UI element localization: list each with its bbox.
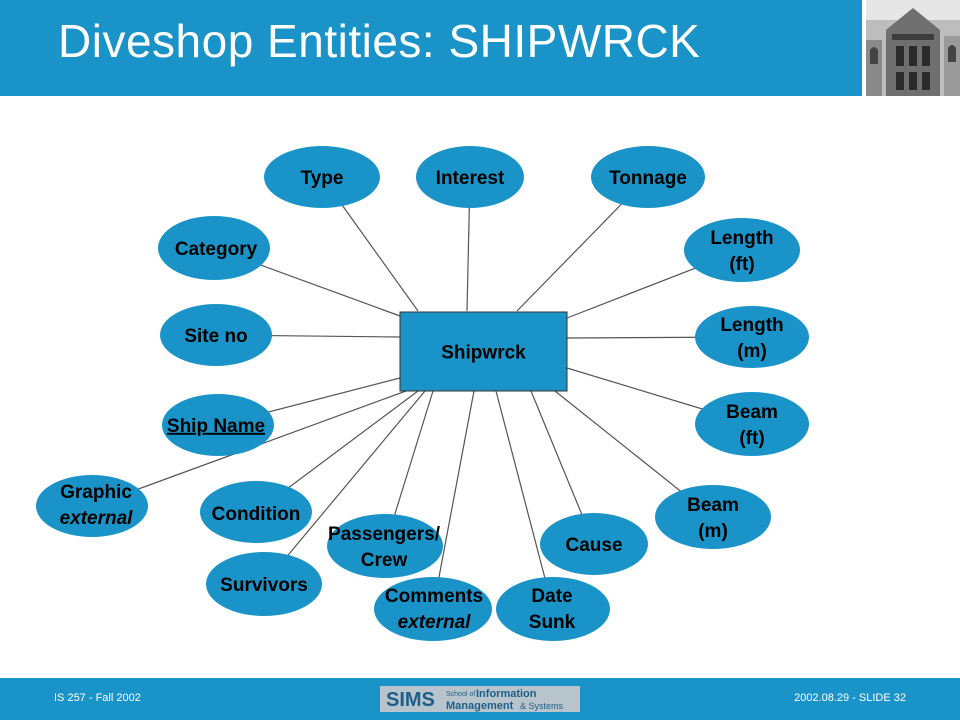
title-bar: Diveshop Entities: SHIPWRCK [0,0,862,96]
attribute-label-passengers-crew: Crew [361,550,408,571]
attribute-label-length-m: Length [720,315,783,336]
ellipse-comments [374,577,492,641]
attribute-cause: Cause [540,513,648,575]
ellipse-beam-m [655,485,771,549]
attribute-label-comments: Comments [385,586,483,607]
attribute-label-type: Type [301,168,344,189]
attribute-label-passengers-crew: Passengers/ [328,524,441,545]
attribute-length-m: Length (m) [695,306,809,368]
header-divider [862,0,866,96]
attribute-label-category: Category [175,239,258,260]
attribute-site-no: Site no [160,304,272,366]
building-photo [866,0,960,96]
attribute-label-length-ft: (ft) [729,254,754,275]
attribute-length-ft: Length (ft) [684,218,800,282]
attribute-label-comments: external [398,612,472,633]
slide-number: 2002.08.29 - SLIDE 32 [794,692,906,704]
ellipse-condition [200,481,312,543]
course-label: IS 257 - Fall 2002 [54,692,141,704]
entity-box [399,311,568,392]
attribute-label-graphic: external [60,508,134,529]
attribute-label-length-m: (m) [737,341,767,362]
sims-logo-suffix: & Systems [520,701,564,711]
attribute-label-beam-m: Beam [687,495,739,516]
attribute-type: Type [264,146,380,208]
slide-title: Diveshop Entities: SHIPWRCK [58,15,701,67]
sims-logo: SIMS School of Information Management & … [380,686,580,712]
sims-logo-line2: Management [446,700,514,712]
sims-logo-prefix: School of [446,691,475,698]
ellipse-type [264,146,380,208]
attribute-label-beam-m: (m) [698,521,728,542]
attribute-label-ship-name: Ship Name [167,416,265,437]
ellipse-length-m [695,306,809,368]
entity-label: Shipwrck [441,343,526,364]
attribute-beam-ft: Beam (ft) [695,392,809,456]
attribute-beam-m: Beam (m) [655,485,771,549]
link-date-sunk [495,390,554,610]
attribute-label-survivors: Survivors [220,575,308,596]
footer-bar: IS 257 - Fall 2002 SIMS School of Inform… [0,678,960,720]
sims-logo-text: SIMS [386,689,435,711]
attribute-comments: Comments external [374,577,492,641]
ellipse-date-sunk [496,577,610,641]
ellipse-tonnage [591,146,705,208]
attribute-graphic: Graphic external [36,475,148,537]
ellipse-passengers-crew [327,514,443,578]
ellipse-site-no [160,304,272,366]
attribute-label-length-ft: Length [710,228,773,249]
attribute-category: Category [158,216,270,280]
ellipse-category [158,216,270,280]
ellipse-beam-ft [695,392,809,456]
attribute-condition: Condition [200,481,312,543]
attribute-passengers-crew: Passengers/Crew [327,514,443,578]
ellipse-length-ft [684,218,800,282]
link-survivors [263,390,426,585]
ellipse-interest [416,146,524,208]
attribute-ship-name: Ship Name [162,394,274,456]
attribute-label-graphic: Graphic [60,482,132,503]
ellipse-graphic [36,475,148,537]
attribute-label-tonnage: Tonnage [609,168,687,189]
attribute-label-beam-ft: Beam [726,402,778,423]
sims-logo-line1: Information [476,688,537,700]
ellipse-ship-name [162,394,274,456]
attribute-label-interest: Interest [436,168,505,189]
attribute-interest: Interest [416,146,524,208]
link-comments [432,390,475,610]
attribute-survivors: Survivors [206,552,322,616]
entity-shipwrck: Shipwrck [399,311,568,392]
attribute-label-date-sunk: Date [531,586,572,607]
attribute-tonnage: Tonnage [591,146,705,208]
attribute-label-condition: Condition [212,504,301,525]
attribute-label-site-no: Site no [184,326,247,347]
attribute-label-beam-ft: (ft) [739,428,764,449]
attribute-label-cause: Cause [565,535,622,556]
ellipse-cause [540,513,648,575]
ellipse-survivors [206,552,322,616]
attribute-label-date-sunk: Sunk [529,612,576,633]
